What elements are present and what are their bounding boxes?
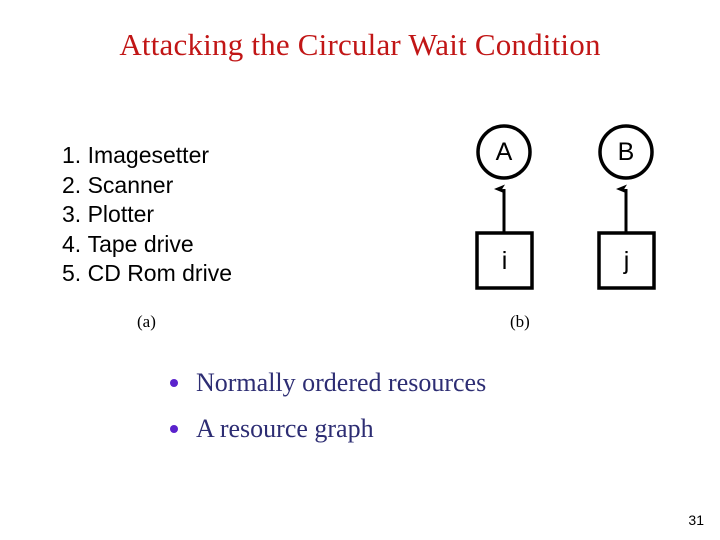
process-node-B bbox=[598, 124, 654, 180]
figure-caption-b: (b) bbox=[510, 312, 530, 331]
bullet-item-label: A resource graph bbox=[196, 414, 374, 443]
bullet-dot-icon bbox=[170, 425, 178, 433]
list-item: 2. Scanner bbox=[62, 171, 342, 201]
list-item-label: Tape drive bbox=[87, 230, 194, 257]
page-title: Attacking the Circular Wait Condition bbox=[119, 27, 601, 62]
list-item: 1. Imagesetter bbox=[62, 141, 342, 171]
process-node-A-label: A bbox=[496, 138, 513, 166]
list-item-label: Scanner bbox=[87, 171, 174, 198]
list-item-label: Imagesetter bbox=[87, 142, 210, 168]
resource-allocation-graph: A B i j bbox=[440, 115, 680, 300]
resource-node-i-label: i bbox=[502, 247, 508, 275]
list-item: 5. CD Rom drive bbox=[62, 259, 342, 289]
process-node-A bbox=[476, 124, 532, 180]
list-item-label: CD Rom drive bbox=[87, 260, 232, 286]
bullet-item: A resource graph bbox=[168, 413, 598, 444]
resource-node-i bbox=[475, 231, 534, 290]
resource-node-j bbox=[597, 231, 656, 290]
bullet-item: Normally ordered resources bbox=[168, 367, 598, 398]
list-item: 4. Tape drive bbox=[62, 230, 342, 260]
ordered-resource-list: 1. Imagesetter 2. Scanner 3. Plotter 4. … bbox=[62, 141, 342, 289]
list-item-number: 2. bbox=[62, 171, 82, 198]
list-item-number: 1. bbox=[62, 142, 82, 168]
list-item-number: 3. bbox=[62, 201, 82, 227]
resource-node-j-label: j bbox=[623, 247, 630, 275]
list-item: 3. Plotter bbox=[62, 200, 342, 230]
figure-caption-a: (a) bbox=[137, 312, 156, 331]
summary-bullet-list: Normally ordered resources A resource gr… bbox=[168, 367, 598, 459]
list-item-number: 4. bbox=[62, 230, 82, 257]
bullet-item-label: Normally ordered resources bbox=[196, 368, 487, 397]
process-node-B-label: B bbox=[618, 138, 635, 166]
list-item-label: Plotter bbox=[87, 201, 155, 227]
list-item-number: 5. bbox=[62, 260, 82, 286]
page-number: 31 bbox=[688, 512, 704, 528]
bullet-dot-icon bbox=[170, 379, 178, 387]
